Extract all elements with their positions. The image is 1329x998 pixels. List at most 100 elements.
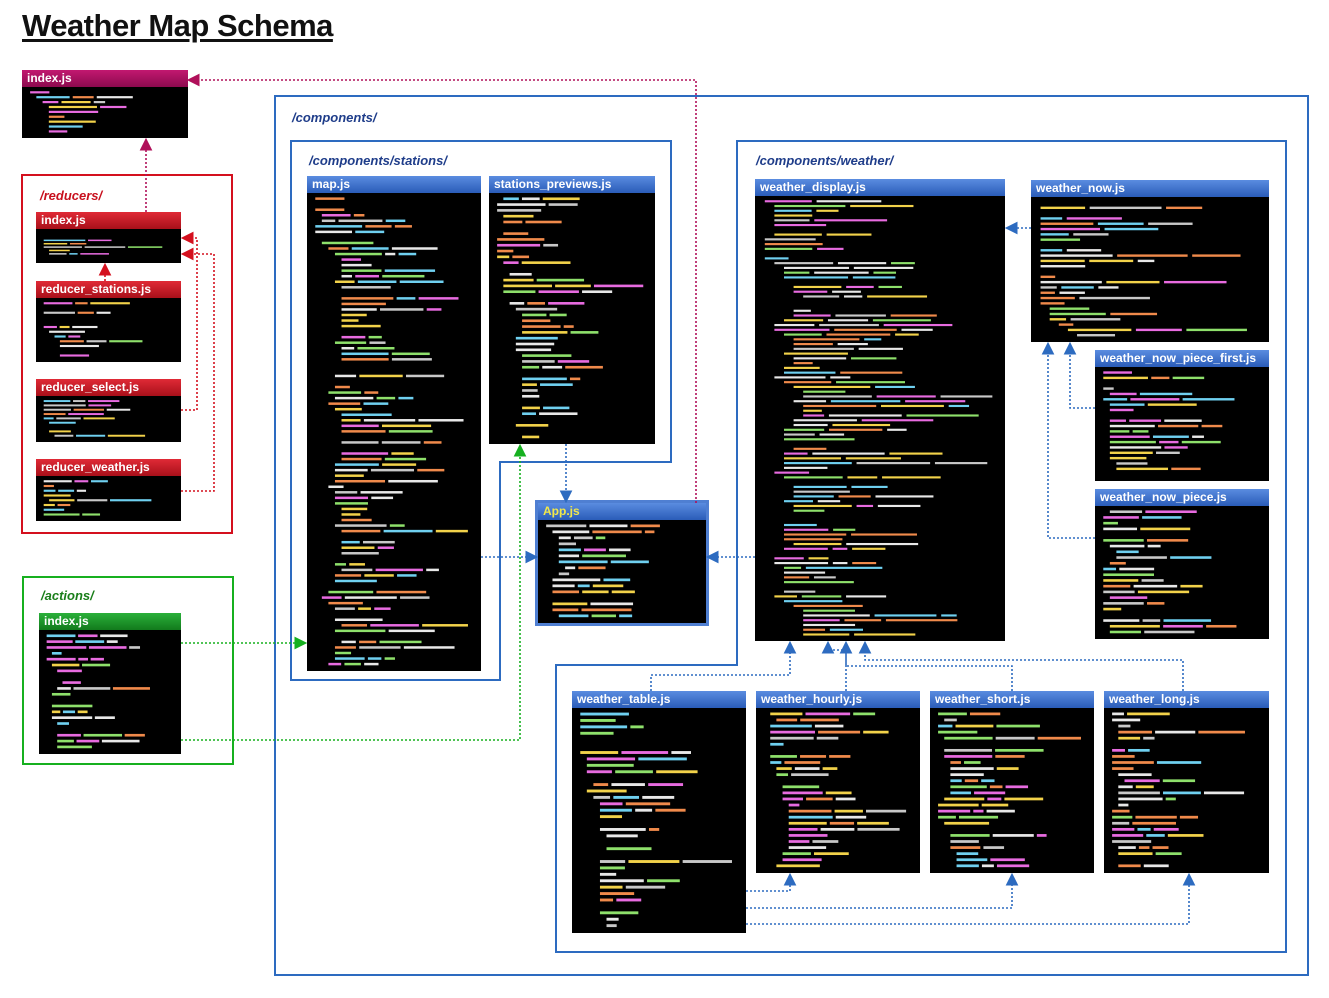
code-line <box>1103 602 1144 605</box>
code-preview <box>1100 509 1264 635</box>
code-line <box>78 634 98 638</box>
code-line <box>872 319 931 322</box>
code-line <box>76 434 106 437</box>
code-line <box>606 834 638 838</box>
code-preview <box>761 711 915 869</box>
code-line <box>127 246 163 248</box>
file-weather-now[interactable]: weather_now.js <box>1031 180 1269 342</box>
file-weather-now-piece-first[interactable]: weather_now_piece_first.js <box>1095 350 1269 481</box>
code-lines <box>1112 712 1245 868</box>
code-line <box>834 809 863 813</box>
code-line <box>803 633 850 636</box>
code-line <box>788 840 810 843</box>
code-line <box>784 452 808 455</box>
file-reducer-weather[interactable]: reducer_weather.js <box>36 459 181 521</box>
code-line <box>43 489 56 492</box>
code-line <box>835 815 867 819</box>
file-weather-hourly[interactable]: weather_hourly.js <box>756 691 920 873</box>
code-line <box>82 663 111 667</box>
code-line <box>816 209 839 212</box>
code-line <box>828 428 883 431</box>
code-line <box>78 657 89 661</box>
file-root-index[interactable]: index.js <box>22 70 188 138</box>
code-line <box>793 357 847 360</box>
code-line <box>552 608 579 612</box>
code-line <box>73 408 105 411</box>
code-line <box>784 538 843 541</box>
code-line <box>1116 462 1148 465</box>
code-line <box>61 101 91 104</box>
code-line <box>56 417 81 420</box>
code-line <box>1167 834 1204 837</box>
code-line <box>784 352 848 355</box>
file-actions-index[interactable]: index.js <box>39 613 181 754</box>
code-line <box>1109 392 1137 396</box>
code-line <box>830 376 851 379</box>
code-line <box>1116 556 1167 559</box>
file-weather-display[interactable]: weather_display.js <box>755 179 1005 641</box>
code-line <box>788 803 800 807</box>
file-reducers-index[interactable]: index.js <box>36 212 181 263</box>
code-line <box>552 578 601 582</box>
code-line <box>813 576 836 579</box>
code-line <box>944 755 993 758</box>
code-line <box>558 536 571 540</box>
code-line <box>995 755 1025 758</box>
code-line <box>1159 440 1179 444</box>
code-line <box>1158 424 1199 428</box>
code-line <box>1152 435 1189 438</box>
code-line <box>51 692 71 696</box>
file-weather-table[interactable]: weather_table.js <box>572 691 746 933</box>
code-line <box>43 417 54 420</box>
file-title: weather_now_piece_first.js <box>1095 350 1269 368</box>
code-line <box>803 614 870 617</box>
code-line <box>76 739 100 743</box>
code-line <box>844 619 882 622</box>
file-title: App.js <box>538 503 706 521</box>
code-line <box>655 808 686 812</box>
code-line <box>1153 827 1179 831</box>
code-line <box>49 421 76 424</box>
code-line <box>586 763 634 767</box>
code-line <box>950 767 994 770</box>
file-reducer-stations[interactable]: reducer_stations.js <box>36 281 181 362</box>
file-reducer-select[interactable]: reducer_select.js <box>36 379 181 442</box>
code-line <box>774 214 813 217</box>
code-line <box>864 338 882 341</box>
code-line <box>803 295 840 298</box>
code-lines <box>43 480 152 516</box>
code-line <box>1201 424 1223 428</box>
code-line <box>1129 419 1162 422</box>
code-line <box>941 614 957 617</box>
code-line <box>49 499 75 502</box>
code-line <box>1098 286 1119 289</box>
code-line <box>950 834 990 837</box>
code-line <box>858 347 903 350</box>
code-line <box>1180 584 1203 588</box>
code-line <box>784 500 813 503</box>
code-line <box>1198 730 1245 734</box>
code-line <box>592 584 624 588</box>
code-line <box>586 789 627 793</box>
code-line <box>784 600 843 603</box>
file-weather-short[interactable]: weather_short.js <box>930 691 1094 873</box>
code-line <box>890 314 937 317</box>
file-weather-long[interactable]: weather_long.js <box>1104 691 1269 873</box>
code-line <box>48 120 96 123</box>
code-line <box>770 712 803 716</box>
code-line <box>1139 392 1193 396</box>
code-line <box>793 362 813 365</box>
file-app[interactable]: App.js <box>535 500 709 626</box>
code-line <box>788 834 828 837</box>
code-line <box>1112 809 1130 813</box>
code-line <box>866 809 907 813</box>
code-lines <box>764 200 993 636</box>
code-line <box>1005 785 1029 789</box>
code-line <box>828 414 902 417</box>
code-line <box>582 554 626 558</box>
code-line <box>93 101 106 104</box>
file-weather-now-piece[interactable]: weather_now_piece.js <box>1095 489 1269 639</box>
code-line <box>42 101 59 104</box>
code-line <box>88 404 112 407</box>
code-line <box>969 712 1001 716</box>
